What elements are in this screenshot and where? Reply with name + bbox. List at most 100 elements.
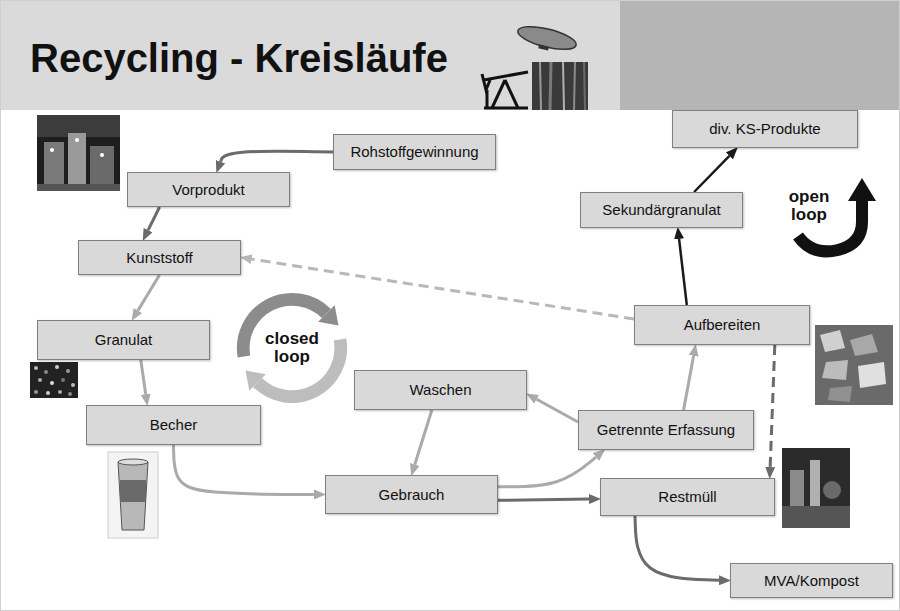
oil-pump-icon — [484, 72, 528, 80]
flow-arrow — [141, 360, 146, 394]
waste-photo — [782, 506, 850, 528]
granulate-photo — [30, 362, 78, 398]
flow-arrow — [221, 151, 333, 161]
oil-pump-icon — [505, 80, 518, 108]
cup-photo — [108, 452, 158, 538]
flow-arrow — [679, 239, 687, 305]
process-box: Waschen — [354, 370, 527, 410]
oil-pump-icon — [484, 107, 528, 110]
forest-photo — [540, 62, 541, 110]
process-box: Gebrauch — [325, 475, 498, 514]
title-band — [0, 0, 900, 110]
factory-photo — [37, 115, 120, 191]
forest-photo — [550, 62, 551, 110]
process-box: Kunststoff — [78, 240, 241, 275]
box-text: Vorprodukt — [172, 181, 245, 199]
flow-arrow — [498, 499, 589, 500]
granulate-photo — [38, 378, 42, 382]
box-text: Getrennte Erfassung — [597, 421, 735, 439]
closed-loop-symbol — [318, 305, 338, 325]
process-box: div. KS-Produkte — [672, 110, 858, 148]
granulate-photo — [71, 383, 75, 387]
cup-photo — [108, 452, 158, 538]
granulate-photo — [34, 390, 38, 394]
cup-photo — [118, 459, 148, 465]
flow-arrow — [635, 516, 719, 580]
flow-arrow — [252, 259, 634, 319]
flow-arrow — [770, 345, 775, 467]
forest-photo — [532, 62, 588, 110]
airship-icon — [516, 22, 579, 54]
process-box: Aufbereiten — [634, 305, 810, 345]
shredded-plastic-photo — [822, 360, 848, 380]
factory-photo — [50, 148, 54, 152]
factory-photo — [75, 138, 79, 142]
oil-pump-icon — [482, 72, 528, 108]
flow-arrow — [498, 457, 596, 487]
process-box: MVA/Kompost — [730, 563, 893, 598]
flow-arrow — [174, 445, 315, 494]
title-band — [620, 0, 900, 110]
granulate-photo — [61, 378, 65, 382]
shredded-plastic-photo — [815, 325, 893, 405]
waste-photo — [823, 481, 841, 499]
box-text: Gebrauch — [379, 486, 445, 504]
granulate-photo — [66, 369, 70, 373]
box-text: Restmüll — [658, 488, 716, 506]
factory-photo — [37, 115, 120, 191]
loop-label: open loop — [789, 188, 830, 224]
shredded-plastic-photo — [858, 362, 886, 388]
box-text: Sekundärgranulat — [602, 201, 720, 219]
box-text: Granulat — [95, 331, 153, 349]
factory-photo — [37, 184, 120, 191]
forest-photo — [574, 62, 575, 110]
shredded-plastic-photo — [815, 325, 893, 405]
oil-pump-icon — [486, 90, 489, 108]
waste-photo — [810, 460, 820, 506]
box-text: Waschen — [410, 381, 472, 399]
closed-loop-symbol — [243, 299, 340, 396]
open-loop-arrow — [848, 178, 876, 201]
box-text: Rohstoffgewinnung — [350, 143, 478, 161]
factory-photo — [100, 153, 104, 157]
shredded-plastic-photo — [820, 330, 845, 352]
process-box: Becher — [86, 405, 261, 445]
flow-arrow — [148, 207, 160, 230]
shredded-plastic-photo — [828, 386, 852, 402]
cup-photo — [118, 462, 148, 530]
granulate-photo — [68, 392, 72, 396]
forest-photo — [532, 62, 588, 110]
granulate-photo — [34, 366, 38, 370]
title-band — [0, 0, 620, 110]
process-box: Getrennte Erfassung — [578, 410, 754, 450]
box-text: Becher — [150, 416, 198, 434]
process-box: Restmüll — [600, 478, 775, 516]
granulate-photo — [58, 390, 62, 394]
box-text: div. KS-Produkte — [709, 120, 820, 138]
process-box: Granulat — [37, 320, 210, 360]
box-text: Kunststoff — [126, 249, 192, 267]
process-box: Vorprodukt — [127, 172, 290, 207]
waste-photo — [782, 448, 850, 528]
granulate-photo — [46, 391, 50, 395]
flow-arrow — [537, 399, 578, 422]
shredded-plastic-photo — [850, 334, 878, 356]
flow-arrow — [415, 410, 432, 465]
waste-photo — [782, 448, 850, 528]
cup-photo — [120, 480, 146, 502]
factory-photo — [68, 133, 86, 184]
airship-icon — [538, 44, 549, 50]
diagram-title: Recycling - Kreisläufe — [30, 36, 448, 80]
oil-pump-icon — [482, 74, 490, 90]
forest-photo — [584, 62, 585, 110]
factory-photo — [44, 142, 64, 184]
flow-arrow — [684, 356, 694, 410]
factory-photo — [90, 146, 114, 184]
forest-photo — [563, 62, 564, 110]
granulate-photo — [55, 365, 59, 369]
airship-icon — [516, 22, 579, 54]
granulate-photo — [30, 362, 78, 398]
